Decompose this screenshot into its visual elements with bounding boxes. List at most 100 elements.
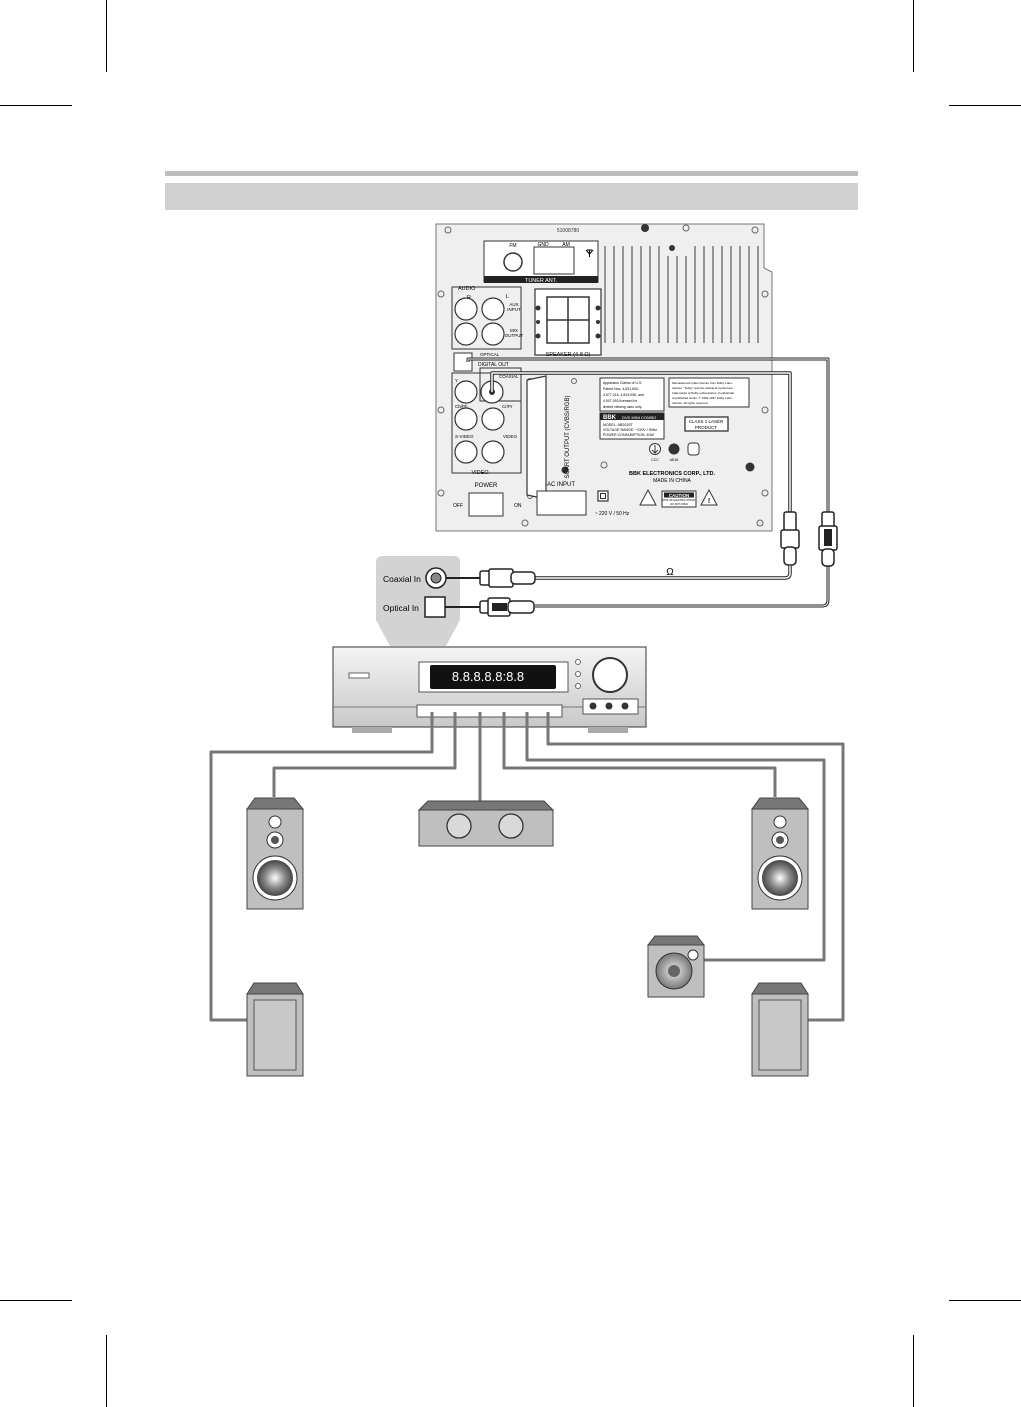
- power-label: POWER: [475, 483, 498, 489]
- patent-line1: Apparatus Claims of U.S.: [603, 381, 642, 385]
- crop-mark: [0, 1300, 72, 1301]
- dolby-line5: ratories. All rights reserved.: [672, 401, 709, 405]
- speaker-label: SPEAKER (4-8 Ω): [546, 352, 591, 358]
- cable-symbol: Ω: [666, 567, 674, 578]
- rating-label: BBK DVD MINI COMBO MODEL: AB203ST VOLTAG…: [599, 412, 665, 440]
- speaker-wires: [209, 712, 845, 1022]
- receiver-display: [430, 665, 556, 689]
- brand-logo: BBK: [603, 415, 617, 421]
- header-rule: [165, 171, 858, 176]
- product-name: DVD MINI COMBO: [622, 415, 656, 420]
- subwoofer: [646, 935, 706, 998]
- section-header-band: [165, 183, 858, 210]
- dolby-line2: ratories. "Dolby" and the double-D symbo…: [672, 386, 733, 390]
- crop-mark: [913, 0, 914, 72]
- scart-label: SCART OUTPUT (CVBS/RGB): [565, 395, 571, 478]
- cb-label: Cb/Pb: [455, 404, 468, 409]
- am-label: AM: [562, 242, 570, 248]
- patent-line3: 4,577,216, 4,819,098, and: [603, 393, 644, 397]
- dolby-line3: trademarks of Dolby Laboratories. Confid…: [672, 391, 734, 395]
- receiver-foot: [588, 727, 628, 733]
- voltage-label: VOLTAGE RANGE: ~220V / 50Hz: [603, 428, 657, 432]
- optical-in-jack: [424, 596, 446, 618]
- made-in-label: MADE IN CHINA: [653, 478, 691, 484]
- svideo-label: S-VIDEO: [455, 434, 474, 439]
- tuner-antenna-block: FM GND AM TUNER ANT.: [483, 240, 599, 284]
- speaker-terminals: SPEAKER (4-8 Ω): [534, 288, 602, 358]
- laser-label: CLASS 1 LASER PRODUCT: [684, 416, 729, 432]
- optical-plug-horizontal: [445, 597, 535, 617]
- crop-mark: [949, 1300, 1021, 1301]
- front-left-speaker: [246, 797, 305, 910]
- front-right-speaker: [751, 797, 810, 910]
- digital-out-label: DIGITAL OUT: [478, 362, 509, 368]
- power-consumption-label: POWER CONSUMPTION: 40W: [603, 433, 655, 437]
- crop-mark: [0, 105, 72, 106]
- off-label: OFF: [453, 503, 463, 509]
- patent-line5: limited viewing uses only.: [603, 405, 642, 409]
- audio-group-label: AUDIO: [458, 286, 476, 292]
- cr-label: Cr/Pr: [502, 404, 513, 409]
- crop-mark: [913, 1335, 914, 1407]
- model-label: MODEL: AB203ST: [603, 423, 634, 427]
- antenna-icon: [585, 249, 594, 257]
- crop-mark: [949, 105, 1021, 106]
- audio-jack-group: AUDIO R L AUX INPUT MIX OUTPUT: [451, 286, 524, 350]
- crop-mark: [106, 1335, 107, 1407]
- mix-output-line1: MIX: [510, 328, 518, 333]
- coaxial-label: COAXIAL: [499, 374, 519, 379]
- aux-input-line1: AUX: [509, 302, 518, 307]
- aux-input-line2: INPUT: [507, 307, 521, 312]
- laser-line1: CLASS 1 LASER: [689, 419, 724, 424]
- dolby-line4: unpublished works. © 1992-1997 Dolby Lab…: [672, 396, 733, 400]
- rear-right-speaker: [751, 982, 809, 1077]
- shock-warning-icon: [639, 488, 657, 506]
- patent-notice: Apparatus Claims of U.S. Patent Nos. 4,6…: [599, 377, 665, 412]
- coaxial-in-label: Coaxial In: [383, 574, 421, 584]
- certification-marks: CCC AE46: [649, 442, 700, 462]
- warning-mark: !: [708, 498, 710, 505]
- vent-slots: [604, 246, 759, 343]
- patent-line2: Patent Nos. 4,631,603,: [603, 387, 639, 391]
- laser-line2: PRODUCT: [695, 425, 718, 430]
- y-label: Y: [455, 378, 458, 383]
- video-group-label: VIDEO: [471, 470, 489, 476]
- ground-icon: [651, 445, 659, 454]
- cert-ccc: CCC: [651, 458, 659, 462]
- receiver-display-digits: 8.8.8.8.8:8.8: [452, 669, 524, 684]
- warning-icon: [700, 488, 718, 506]
- receiver-power-button: [348, 672, 370, 679]
- screw-dots: [561, 224, 755, 474]
- manufacturer-label: BBK ELECTRONICS CORP., LTD.: [629, 471, 715, 477]
- cert-ae46: AE46: [670, 458, 679, 462]
- ac-spec-label: ~ 220 V / 50 Hz: [595, 511, 630, 517]
- fm-label: FM: [509, 243, 516, 249]
- approval-icon: [687, 442, 700, 456]
- optical-plug-vertical: [818, 511, 838, 567]
- receiver-input-callout: Coaxial In Optical In: [376, 556, 460, 646]
- optical-label: OPTICAL: [480, 352, 500, 357]
- patent-line4: 4,907,093 licensed for: [603, 399, 638, 403]
- dolby-notice: Manufactured under license from Dolby La…: [668, 377, 750, 408]
- coax-plug-horizontal: [446, 568, 536, 588]
- tuner-antenna-label: TUNER ANT.: [525, 278, 558, 284]
- video-jack-label: VIDEO: [503, 434, 518, 439]
- center-speaker: [417, 800, 555, 847]
- receiver-foot: [352, 727, 392, 733]
- crop-mark: [106, 0, 107, 72]
- on-label: ON: [514, 503, 522, 509]
- caution-line1: RISK OF ELECTRIC SHOCK: [663, 499, 696, 502]
- rear-panel: 51008780: [435, 223, 773, 532]
- power-switch: [468, 492, 504, 517]
- serial-label: 51008780: [557, 228, 579, 234]
- caution-line2: DO NOT OPEN: [670, 503, 688, 506]
- ac-inlet: [536, 490, 587, 516]
- dolby-line1: Manufactured under license from Dolby La…: [672, 381, 733, 385]
- audio-l-label: L: [506, 294, 509, 300]
- mix-output-line2: OUTPUT: [505, 333, 524, 338]
- coax-plug-vertical: [780, 511, 800, 566]
- gnd-label: GND: [537, 242, 549, 248]
- digital-cables: [466, 357, 830, 608]
- volume-knob: [592, 657, 628, 693]
